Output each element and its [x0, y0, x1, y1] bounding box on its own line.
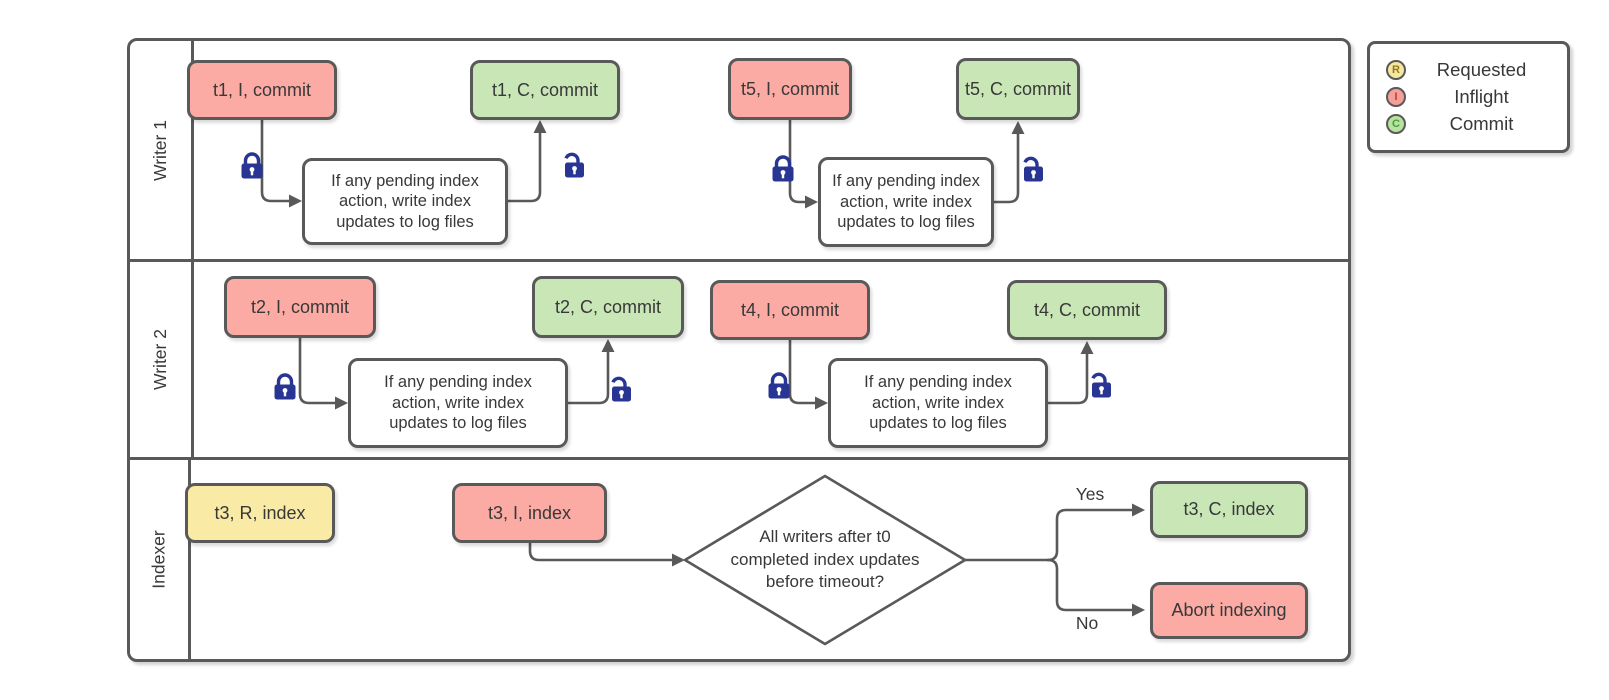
node-label: t2, C, commit: [554, 296, 661, 317]
arrowhead: [601, 339, 615, 352]
node-label: t2, I, commit: [250, 296, 349, 317]
legend: R Requested I Inflight C Commit: [1367, 41, 1570, 153]
unlock-icon: [1090, 372, 1113, 400]
decision-line: before timeout?: [765, 572, 885, 592]
node-t4-inflight: t4, I, commit: [710, 280, 870, 340]
node-t2-inflight: t2, I, commit: [224, 276, 376, 338]
lock-icon: [770, 155, 796, 184]
connector-t1i-to-process: [260, 118, 291, 203]
lane-writer2: Writer 2: [130, 259, 1348, 457]
arrowhead: [335, 396, 348, 410]
node-process-writer2-t2: If any pending index action, write index…: [348, 358, 568, 448]
arrowhead: [672, 553, 685, 567]
node-t3-commit: t3, C, index: [1150, 481, 1308, 538]
commit-state-icon: C: [1386, 114, 1406, 134]
node-process-writer1-t5: If any pending index action, write index…: [818, 157, 994, 247]
lock-icon: [239, 152, 265, 181]
node-label: If any pending index action, write index…: [864, 373, 1012, 433]
node-t2-commit: t2, C, commit: [532, 276, 684, 338]
decision-diamond: [683, 474, 967, 646]
node-t3-requested: t3, R, index: [185, 483, 335, 543]
connector-process-to-t2c: [566, 350, 610, 405]
lock-icon: [766, 372, 792, 401]
node-label: If any pending index action, write index…: [384, 373, 532, 433]
node-label: t4, C, commit: [1033, 299, 1140, 320]
node-label: t3, R, index: [214, 502, 306, 523]
arrowhead: [533, 120, 547, 133]
node-label: t1, I, commit: [212, 79, 311, 100]
node-t3-inflight: t3, I, index: [452, 483, 607, 543]
legend-label: Commit: [1449, 113, 1514, 134]
connector-process-to-t1c: [505, 131, 542, 203]
decision-line: All writers after t0: [759, 526, 891, 546]
node-t5-inflight: t5, I, commit: [728, 58, 852, 120]
lane-indexer: Indexer: [130, 457, 1348, 659]
node-t1-inflight: t1, I, commit: [187, 60, 337, 120]
node-label: t3, C, index: [1183, 499, 1275, 520]
connector-yes-branch: [1046, 508, 1134, 562]
connector-t3i-to-decision: [528, 541, 674, 562]
connector-lines: [260, 118, 1134, 612]
no-edge-label: No: [1075, 613, 1099, 633]
node-abort-indexing: Abort indexing: [1150, 582, 1308, 639]
legend-row-commit: C Commit: [1386, 111, 1557, 138]
lane-writer1-label-cell: Writer 1: [130, 41, 194, 259]
node-label: t5, C, commit: [964, 78, 1071, 99]
node-process-writer2-t4: If any pending index action, write index…: [828, 358, 1048, 448]
inflight-state-icon: I: [1386, 87, 1406, 107]
requested-state-icon: R: [1386, 60, 1406, 80]
legend-label: Requested: [1436, 59, 1527, 80]
legend-row-inflight: I Inflight: [1386, 84, 1557, 111]
lane-indexer-label-cell: Indexer: [130, 460, 192, 659]
node-label: t4, I, commit: [740, 299, 839, 320]
arrowhead: [1132, 503, 1145, 517]
connector-t2i-to-process: [298, 336, 337, 405]
arrowhead: [805, 195, 818, 209]
node-label: If any pending index action, write index…: [331, 171, 479, 231]
arrowhead: [1132, 603, 1145, 617]
decision-text: All writers after t0 completed index upd…: [705, 526, 945, 594]
yes-edge-label: Yes: [1075, 484, 1105, 504]
node-label: If any pending index action, write index…: [832, 172, 980, 232]
lane-writer2-label-cell: Writer 2: [130, 262, 194, 457]
connector-no-branch: [1046, 558, 1134, 612]
connector-process-to-t4c: [1046, 352, 1089, 405]
lane-writer1: Writer 1: [130, 41, 1348, 259]
node-label: Abort indexing: [1171, 600, 1287, 621]
arrowhead: [815, 396, 828, 410]
node-label: t5, I, commit: [740, 78, 839, 99]
lock-icon: [272, 373, 298, 402]
arrowhead: [1011, 121, 1025, 134]
arrowheads: [289, 120, 1145, 617]
node-t4-commit: t4, C, commit: [1007, 280, 1167, 340]
connector-t4i-to-process: [788, 338, 817, 405]
unlock-icon: [563, 152, 586, 180]
unlock-icon: [1022, 156, 1045, 184]
connector-process-to-t5c: [992, 132, 1020, 204]
unlock-icon: [610, 376, 633, 404]
node-process-writer1-t1: If any pending index action, write index…: [302, 158, 508, 245]
arrowhead: [1080, 341, 1094, 354]
node-t5-commit: t5, C, commit: [956, 58, 1080, 120]
node-t1-commit: t1, C, commit: [470, 60, 620, 120]
arrowhead: [289, 194, 302, 208]
node-label: t3, I, index: [487, 502, 572, 523]
decision-line: completed index updates: [730, 549, 920, 569]
legend-label: Inflight: [1454, 86, 1509, 107]
legend-row-requested: R Requested: [1386, 57, 1557, 84]
connector-t5i-to-process: [788, 118, 807, 204]
node-label: t1, C, commit: [491, 79, 598, 100]
